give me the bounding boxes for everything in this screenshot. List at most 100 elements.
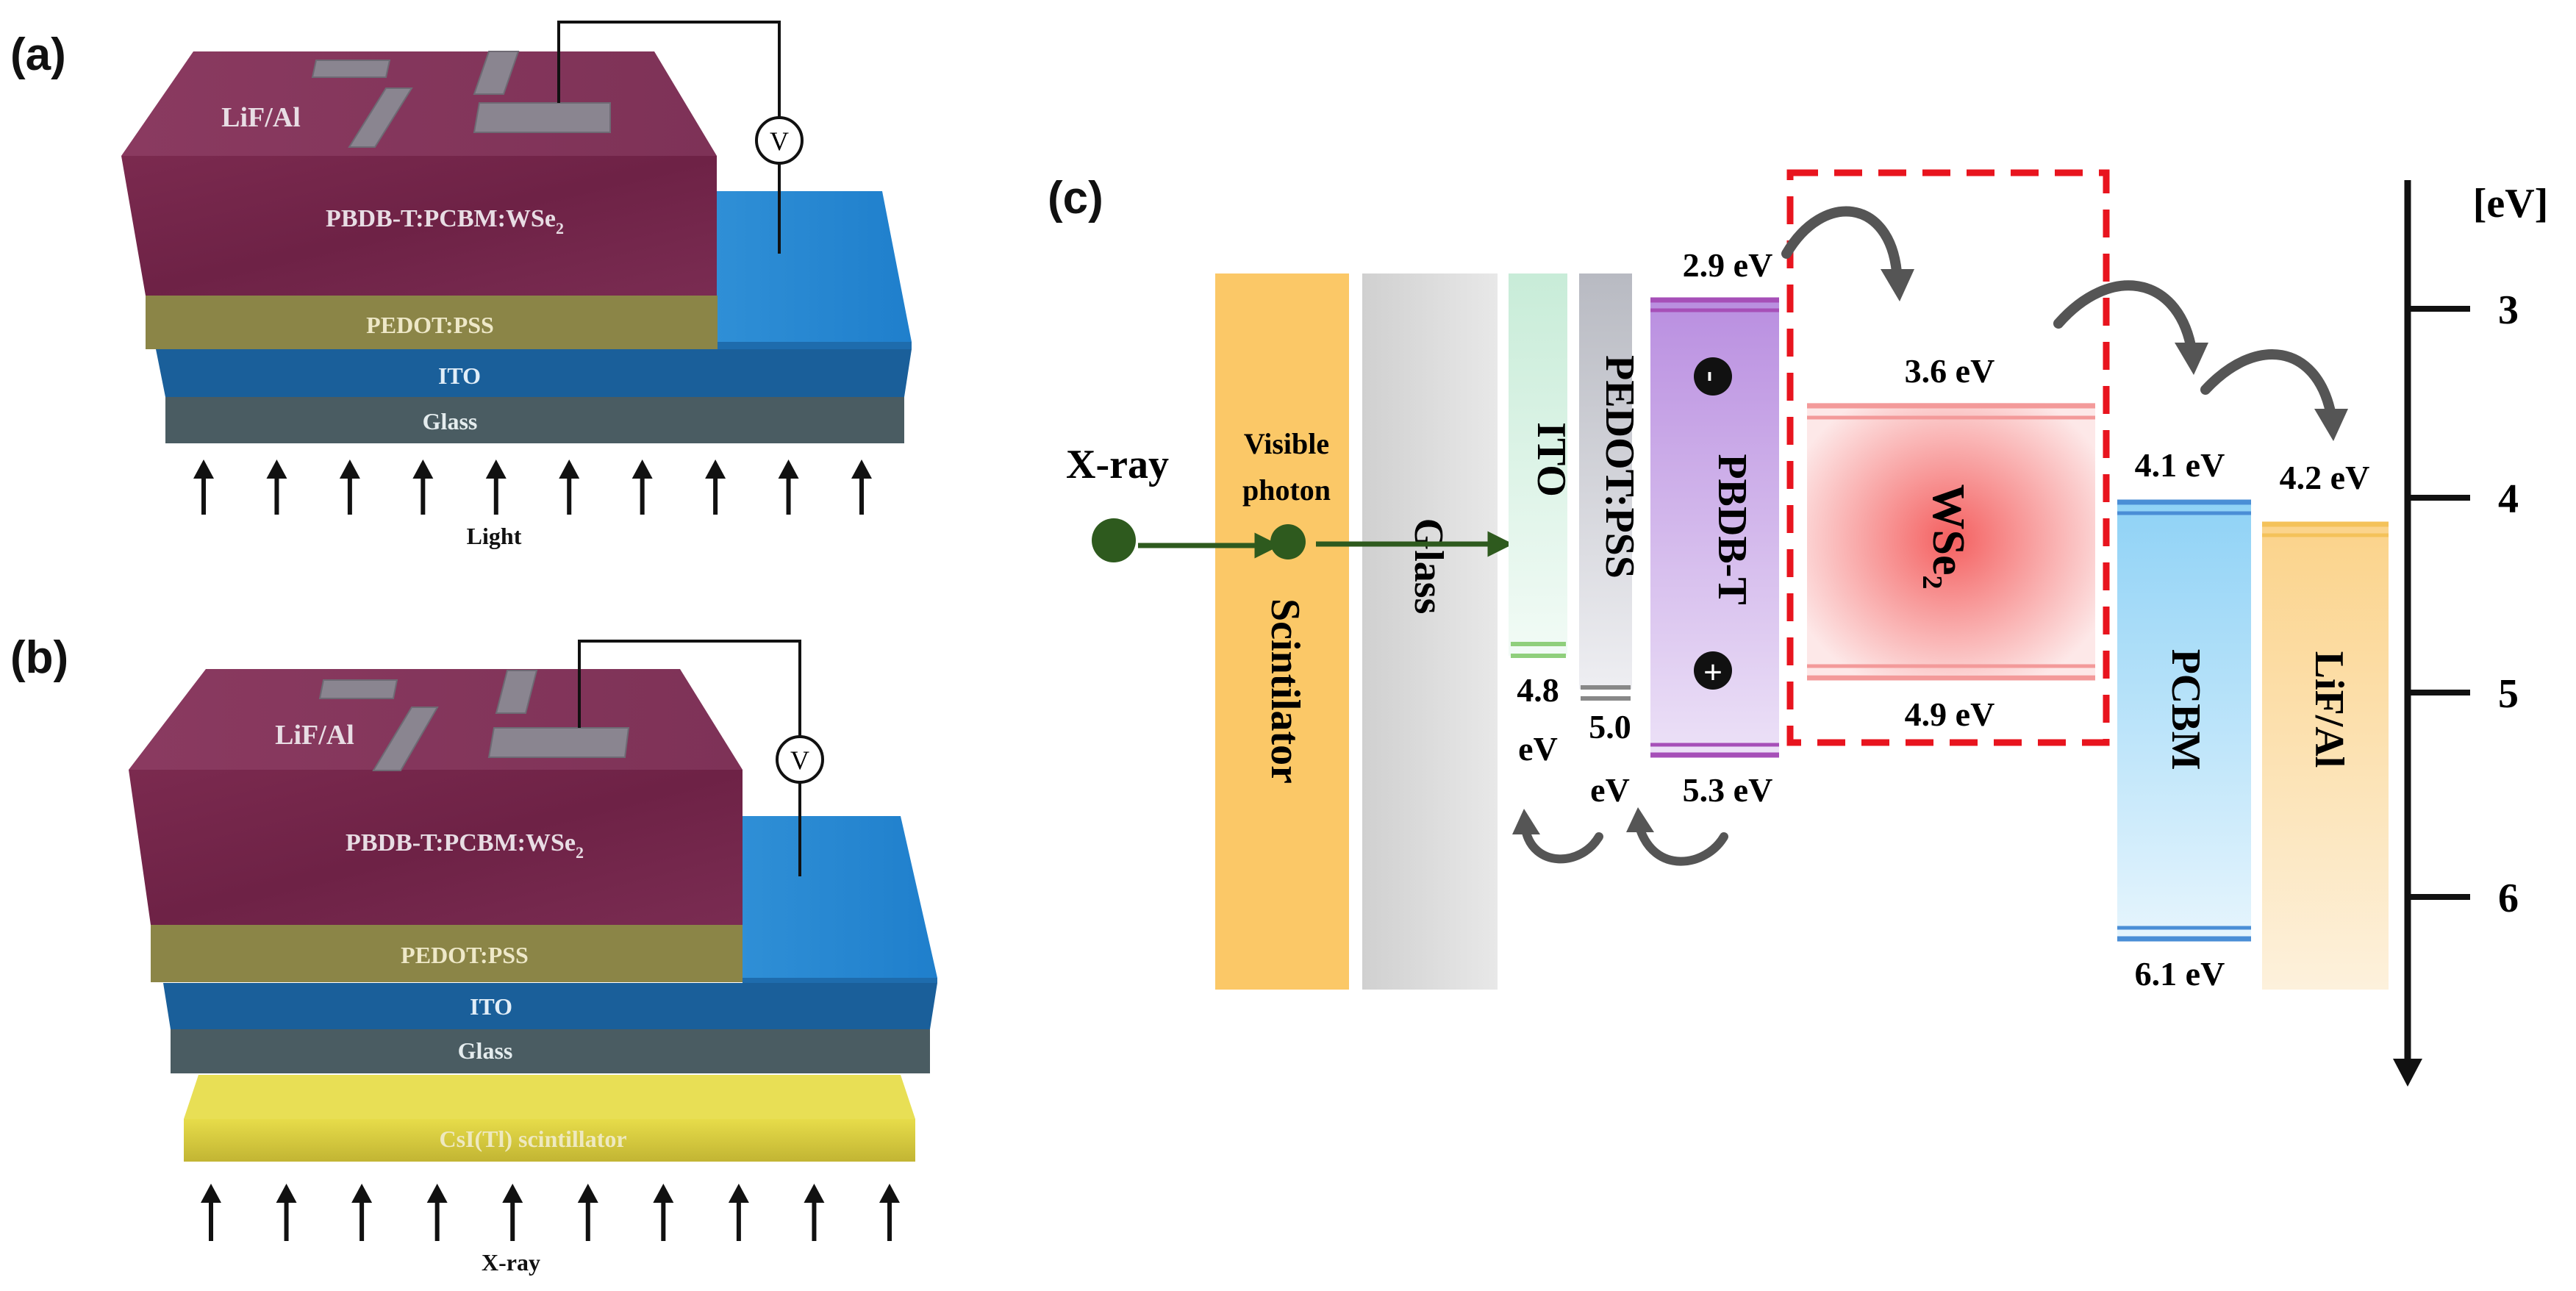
device-a: V LiF/Al PBDB-T:PCBM:WSe2 PEDOT:PSS ITO …: [121, 21, 912, 549]
electrode-bar: [473, 102, 611, 133]
visible-photon-label: photon: [1242, 473, 1331, 507]
up-arrow-icon: [879, 1184, 900, 1241]
ito-ledge-front: [717, 342, 912, 349]
axis-tick: 6: [2408, 876, 2519, 921]
pedot-label: PEDOT:PSS: [401, 942, 529, 968]
ito-layer: [163, 983, 937, 1029]
electron-transfer-arrow: [2200, 349, 2348, 441]
panel-label-c: (c): [1048, 173, 1103, 223]
voltmeter-icon: [776, 735, 824, 784]
electrode-label: LiF/Al: [221, 102, 301, 133]
visible-photon-label: Visible: [1244, 427, 1329, 460]
up-arrow-icon: [559, 459, 580, 515]
up-arrow-icon: [339, 459, 360, 515]
lifal-label: LiF/Al: [2306, 651, 2352, 768]
axis-tick-label: 4: [2498, 476, 2519, 522]
up-arrow-icon: [502, 1184, 523, 1241]
scintilator-layer: [1215, 273, 1349, 990]
pedot-label: PEDOT:PSS: [366, 312, 494, 338]
energy-axis-arrowhead: [2393, 1059, 2422, 1087]
ito-label: ITO: [438, 362, 481, 389]
active-layer-cap: [129, 669, 743, 770]
panel-label-b: (b): [10, 632, 68, 683]
electrode-bar: [372, 707, 439, 771]
up-arrow-icon: [201, 1184, 221, 1241]
pedot-label: PEDOT:PSS: [1597, 355, 1642, 579]
xray-arrows: [201, 1184, 900, 1241]
scintillator-layer: [184, 1119, 915, 1162]
axis-tick: 4: [2408, 476, 2519, 522]
voltmeter-icon: [755, 116, 804, 165]
xray-label: X-ray: [1066, 442, 1169, 487]
visible-photon-icon: [1270, 524, 1306, 559]
wse2-lumo-label: 3.6 eV: [1905, 352, 1995, 390]
electrode-label: LiF/Al: [275, 720, 354, 751]
glass-layer: [165, 397, 904, 443]
up-arrow-icon: [485, 459, 507, 515]
wse2-homo-label: 4.9 eV: [1905, 695, 1995, 733]
pcbm-layer: [2117, 500, 2251, 941]
wire: [578, 640, 801, 737]
source-label: Light: [467, 523, 522, 549]
hole-transfer-arrow: [1626, 807, 1728, 866]
pcbm-homo-label: 6.1 eV: [2135, 955, 2225, 993]
ito-label: ITO: [1528, 422, 1574, 497]
electron-transfer-arrow: [1781, 206, 1914, 301]
xray-photon-icon: [1092, 518, 1136, 562]
glass-label: Glass: [1406, 518, 1451, 615]
wse2-label: WSe2: [1917, 484, 1973, 590]
pbdbt-lumo-label: 2.9 eV: [1683, 246, 1773, 284]
glass-layer: [171, 1029, 930, 1073]
axis-unit-label: [eV]: [2473, 181, 2549, 226]
voltmeter-label: V: [770, 126, 789, 156]
ito-layer: [156, 349, 912, 397]
electrode-bar: [495, 670, 538, 714]
up-arrow-icon: [351, 1184, 373, 1241]
up-arrow-icon: [804, 1184, 825, 1241]
hole-icon: [1694, 651, 1732, 690]
device-b: V LiF/Al PBDB-T:PCBM:WSe2 PEDOT:PSS ITO …: [129, 640, 937, 1276]
active-layer-cap: [121, 51, 717, 156]
up-arrow-icon: [577, 1184, 598, 1241]
lifal-layer: [2262, 522, 2389, 990]
up-arrow-icon: [632, 459, 653, 515]
electrode-bar: [311, 60, 391, 78]
glass-label: Glass: [458, 1037, 513, 1064]
pedot-level-value: 5.0: [1589, 708, 1631, 745]
up-arrow-icon: [851, 459, 872, 515]
ito-ledge-top: [717, 191, 912, 342]
axis-tick-label: 3: [2498, 287, 2519, 333]
active-layer-top: [129, 770, 743, 925]
hole-transfer-arrow: [1512, 809, 1603, 864]
pedot-level-unit: eV: [1590, 771, 1630, 809]
pbdbt-homo-label: 5.3 eV: [1683, 771, 1773, 809]
pcbm-label: PCBM: [2163, 649, 2208, 770]
glass-layer: [1362, 273, 1498, 990]
up-arrow-icon: [778, 459, 799, 515]
glass-label: Glass: [423, 408, 478, 434]
pcbm-lumo-label: 4.1 eV: [2135, 446, 2225, 484]
electrode-bar: [318, 679, 398, 699]
band-diagram: [eV] 3 4 5 6 Scintilator Glass X-ray Vis…: [1066, 169, 2549, 1087]
scintilator-label: Scintilator: [1262, 598, 1308, 784]
active-layer-label: PBDB-T:PCBM:WSe2: [346, 829, 584, 862]
electron-icon: [1694, 357, 1732, 396]
up-arrow-icon: [412, 459, 434, 515]
scintillator-label: CsI(Tl) scintillator: [439, 1126, 626, 1152]
up-arrow-icon: [193, 459, 214, 515]
wire: [557, 21, 781, 118]
ito-level-unit: eV: [1518, 730, 1558, 768]
source-label: X-ray: [482, 1249, 540, 1276]
up-arrow-icon: [653, 1184, 674, 1241]
up-arrow-icon: [426, 1184, 448, 1241]
electrode-bar: [473, 51, 520, 95]
wse2-layer: [1807, 403, 2095, 675]
axis-tick-label: 5: [2498, 671, 2519, 717]
voltmeter-label: V: [790, 745, 809, 775]
electron-transfer-arrow: [2053, 280, 2208, 375]
ito-ledge-front: [743, 978, 937, 983]
up-arrow-icon: [728, 1184, 749, 1241]
active-layer-top: [121, 156, 717, 296]
lifal-level-label: 4.2 eV: [2280, 459, 2370, 496]
